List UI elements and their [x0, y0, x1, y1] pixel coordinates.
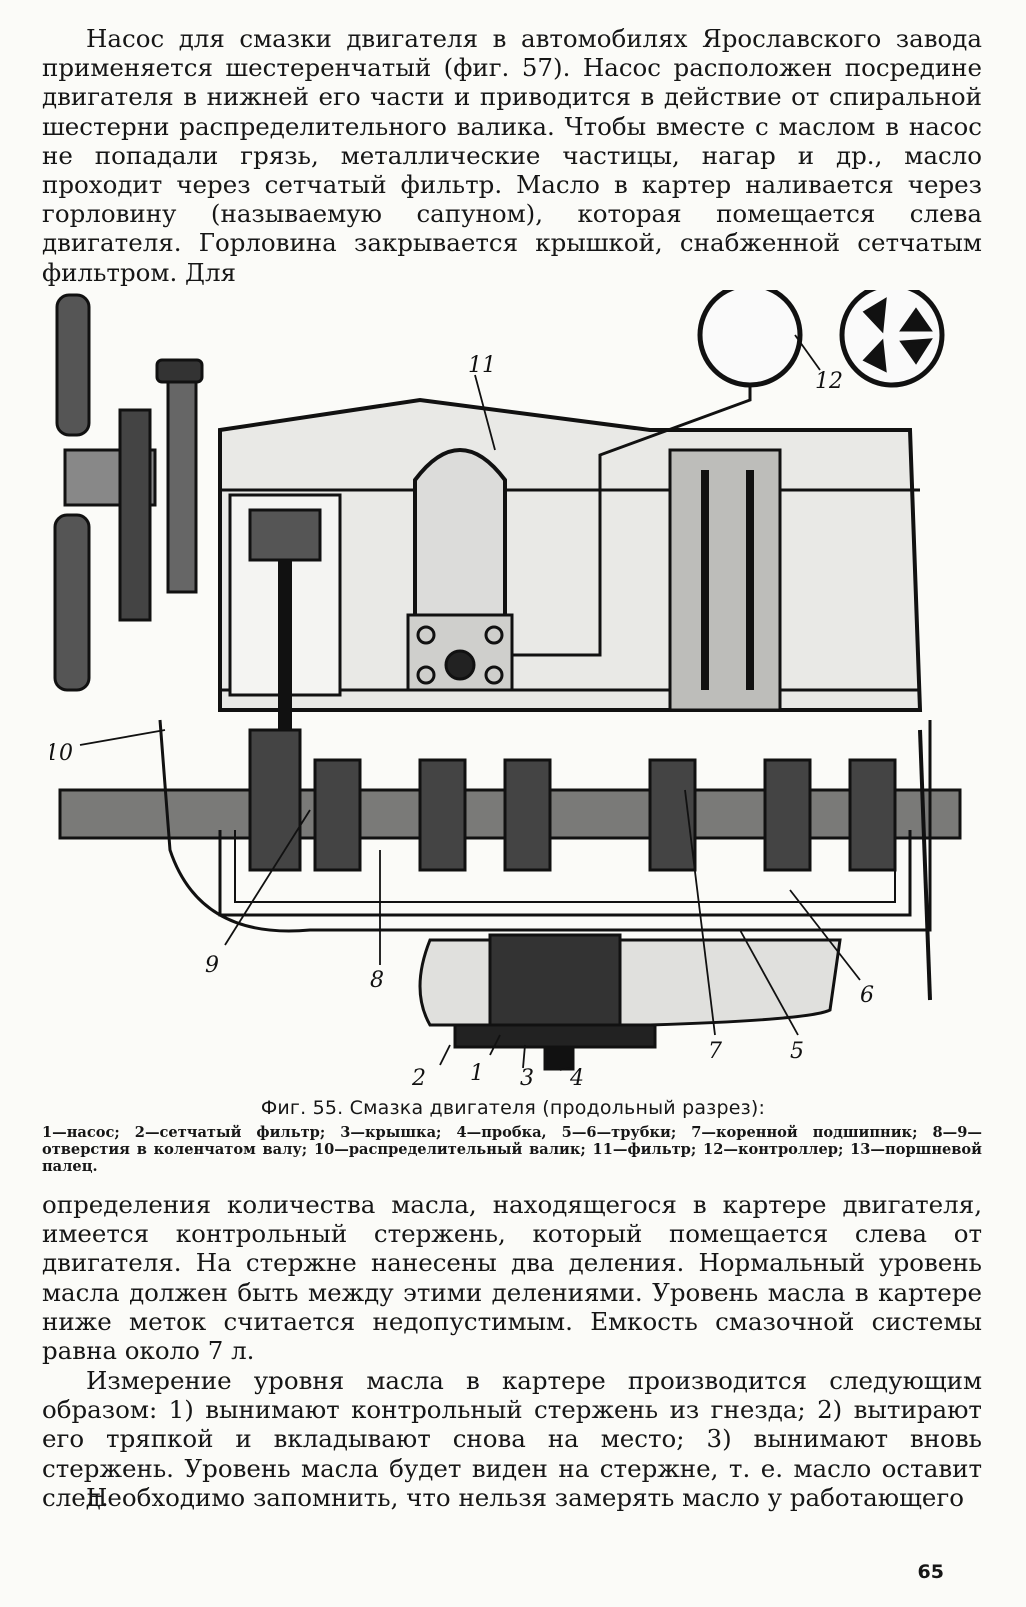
label-8: 8: [370, 968, 384, 993]
pulley: [118, 408, 152, 622]
filter-bolt: [444, 649, 476, 681]
fan-blade-bottom: [53, 513, 91, 692]
oil-pump-screen: [488, 933, 622, 1032]
drain-plug: [543, 1045, 575, 1071]
gauge-tube: [512, 380, 752, 657]
label-7: 7: [708, 1039, 722, 1064]
label-11: 11: [468, 353, 496, 378]
label-6: 6: [860, 983, 874, 1008]
piston-left: [248, 508, 322, 562]
label-4: 4: [569, 1066, 584, 1091]
breather-cap: [155, 358, 204, 384]
figure-caption-title: Фиг. 55. Смазка двигателя (продольный ра…: [260, 1097, 766, 1119]
label-12: 12: [815, 369, 843, 394]
crankcase: [158, 719, 932, 933]
oil-filter: [413, 448, 507, 622]
label-2: 2: [411, 1066, 426, 1091]
label-1: 1: [470, 1061, 484, 1086]
figure-caption-legend: 1—насос; 2—сетчатый фильтр; 3—крышка; 4—…: [42, 1124, 982, 1175]
oil-gallery-inner: [234, 830, 896, 903]
oil-gauge-left: [697, 290, 803, 388]
label-3: 3: [520, 1066, 534, 1091]
oil-gallery: [218, 830, 912, 917]
label-10: 10: [50, 741, 73, 766]
label-5: 5: [790, 1039, 804, 1064]
label-9: 9: [205, 953, 219, 978]
pump-body: [453, 1023, 657, 1049]
dipstick: [918, 729, 932, 1001]
engine-lubrication-diagram: 11 12 10 9 8 7 5 6 2 1 3 4: [50, 290, 962, 1091]
valve-chamber: [668, 448, 782, 712]
page-number: 65: [917, 1561, 944, 1583]
crank-webs: [248, 728, 897, 872]
oil-gauge-right: [839, 290, 945, 388]
breather-pipe: [166, 380, 198, 594]
paragraph-measurement: Измерение уровня масла в картере произво…: [42, 1366, 982, 1512]
fan-blade-top: [55, 293, 91, 437]
paragraph-dipstick: определения количества масла, находящего…: [42, 1190, 982, 1366]
paragraph-warning: Необходимо запомнить, что нельзя замерят…: [86, 1483, 964, 1512]
oil-sump: [418, 938, 842, 1027]
paragraph-oil-pump: Насос для смазки двигателя в автомобилях…: [42, 24, 982, 287]
